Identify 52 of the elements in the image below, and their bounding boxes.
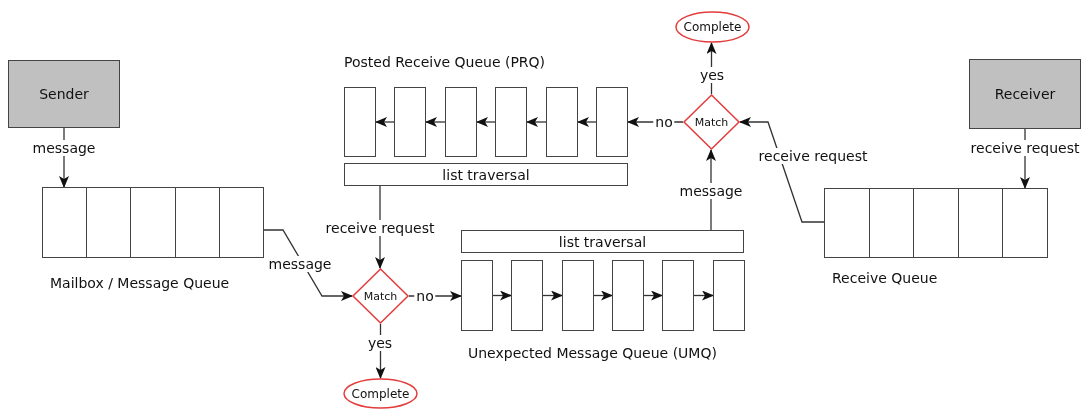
node-label: Sender: [39, 86, 89, 102]
arrow: [739, 117, 825, 223]
arrow: [263, 229, 353, 301]
queue-slot: [562, 260, 594, 331]
terminal-ellipse: [675, 11, 750, 43]
queue-slot: [546, 87, 578, 157]
arrow: [577, 117, 597, 127]
node-label: Match: [693, 115, 730, 129]
terminal-ellipse: [343, 378, 418, 409]
queue-slot: [596, 87, 628, 157]
node-label: Complete: [682, 20, 743, 34]
arrow: [542, 290, 563, 301]
process-box: [8, 60, 120, 128]
arrow: [375, 117, 395, 127]
edge-label: message: [266, 256, 334, 272]
arrow: [476, 117, 496, 127]
arrow: [526, 117, 547, 127]
traversal-bar: [461, 230, 744, 253]
decision-diamond: [352, 268, 409, 324]
queue-slot: [662, 260, 694, 331]
queue-label: Receive Queue: [832, 270, 938, 286]
decision-diamond: [683, 94, 740, 150]
node-label: Match: [362, 289, 399, 303]
edge-label: message: [677, 183, 745, 199]
traversal-bar: [344, 163, 628, 186]
edge-label: message: [30, 140, 98, 156]
edge-label: yes: [697, 67, 727, 83]
arrow: [425, 117, 446, 127]
queue-slot: [344, 87, 376, 157]
node-label: list traversal: [558, 233, 647, 250]
process-box: [969, 59, 1081, 129]
node-label: Complete: [350, 386, 411, 401]
edge-label: receive request: [756, 148, 870, 164]
edge-label: yes: [365, 335, 395, 351]
arrow: [643, 290, 663, 301]
queue-title: Unexpected Message Queue (UMQ): [468, 345, 717, 361]
queue-slot: [394, 87, 426, 157]
queue-slot: [445, 87, 477, 157]
queue-slot: [713, 260, 745, 331]
queue-label: Mailbox / Message Queue: [50, 275, 230, 291]
queue-title: Posted Receive Queue (PRQ): [344, 54, 546, 70]
node-label: Receiver: [994, 86, 1056, 102]
arrow: [593, 290, 613, 301]
queue-slot: [495, 87, 527, 157]
edge-label: receive request: [323, 220, 437, 236]
queue-slot: [511, 260, 543, 331]
node-label: list traversal: [442, 166, 530, 183]
edge-label: receive request: [968, 140, 1082, 156]
arrow: [693, 290, 714, 301]
queue-slot: [461, 260, 493, 331]
arrow: [492, 290, 512, 301]
queue-slot: [612, 260, 644, 331]
